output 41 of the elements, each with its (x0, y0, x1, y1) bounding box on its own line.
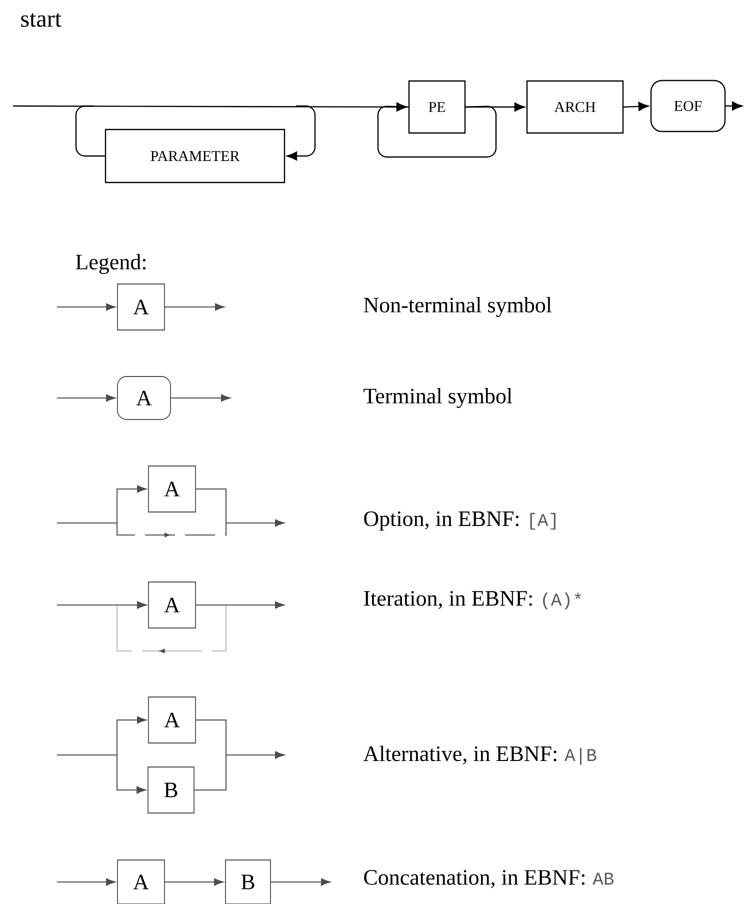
nonterminal-box: A (148, 696, 196, 744)
nonterminal-box: A (117, 284, 165, 330)
legend-text: Iteration, in EBNF: (364, 591, 532, 609)
arrow (56, 303, 116, 311)
arrow (195, 488, 284, 527)
arrow (466, 102, 525, 112)
arrow (56, 878, 116, 886)
code-text: [A] (530, 512, 556, 530)
arrow (624, 102, 649, 111)
legend-text: Concatenation, in EBNF: (364, 870, 584, 888)
arrow (56, 394, 116, 402)
legend-text: Alternative, in EBNF: (363, 746, 556, 764)
nonterminal-box: ARCH (526, 80, 624, 134)
code-text: A|B (564, 748, 596, 765)
terminal-box: EOF (650, 80, 726, 132)
arrow (56, 754, 146, 794)
code-text: (A)* (543, 592, 582, 610)
arrow (286, 105, 316, 160)
nonterminal-box: PARAMETER (104, 128, 286, 184)
terminal-box: A (117, 376, 171, 420)
nonterminal-box: A (117, 860, 165, 904)
nonterminal-box: A (148, 466, 196, 512)
arrow (194, 751, 284, 790)
arrow (164, 878, 224, 886)
nonterminal-box: B (148, 766, 194, 814)
arrow (164, 303, 224, 311)
nonterminal-box: A (148, 582, 196, 628)
arrow (270, 878, 330, 886)
legend-text: Non-terminal symbol (364, 297, 552, 318)
rule-name: start (21, 13, 62, 27)
legend-text: Terminal symbol (364, 388, 512, 408)
legend-heading: Legend: (76, 254, 146, 274)
nonterminal-box: PE (408, 80, 466, 134)
arrow (56, 485, 146, 524)
loop-arrow (116, 601, 226, 654)
arrow (170, 394, 230, 402)
nonterminal-box: B (225, 860, 271, 904)
arrow (13, 102, 407, 112)
arrow (726, 102, 742, 110)
code-text: AB (592, 872, 614, 885)
legend-text: Option, in EBNF: (364, 511, 518, 531)
